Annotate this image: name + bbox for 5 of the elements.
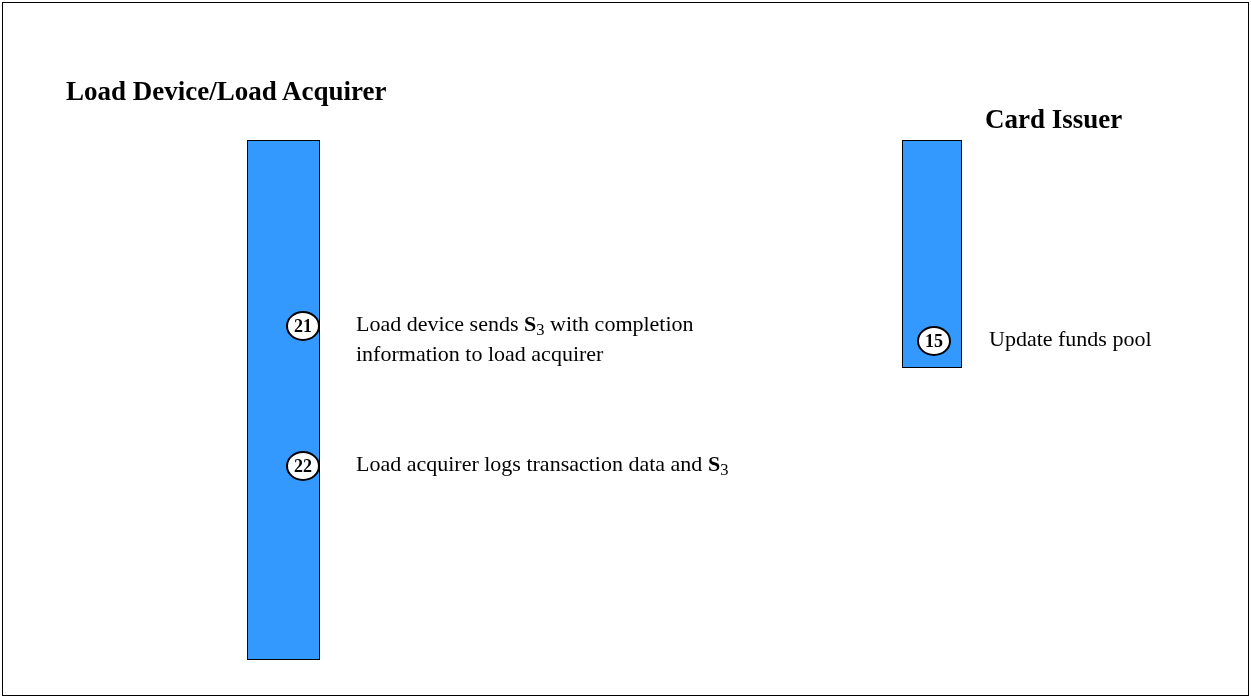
lifeline-heading: Load Device/Load Acquirer: [66, 75, 388, 108]
step-description: Load device sends S$_{3}$ with completion information to load acquirer: [356, 310, 695, 368]
step-description: Load acquirer logs transaction data and S$_{3}$: [356, 450, 730, 479]
step-description: Update funds pool: [989, 325, 1153, 353]
lifeline-heading: Card Issuer: [985, 103, 1124, 136]
